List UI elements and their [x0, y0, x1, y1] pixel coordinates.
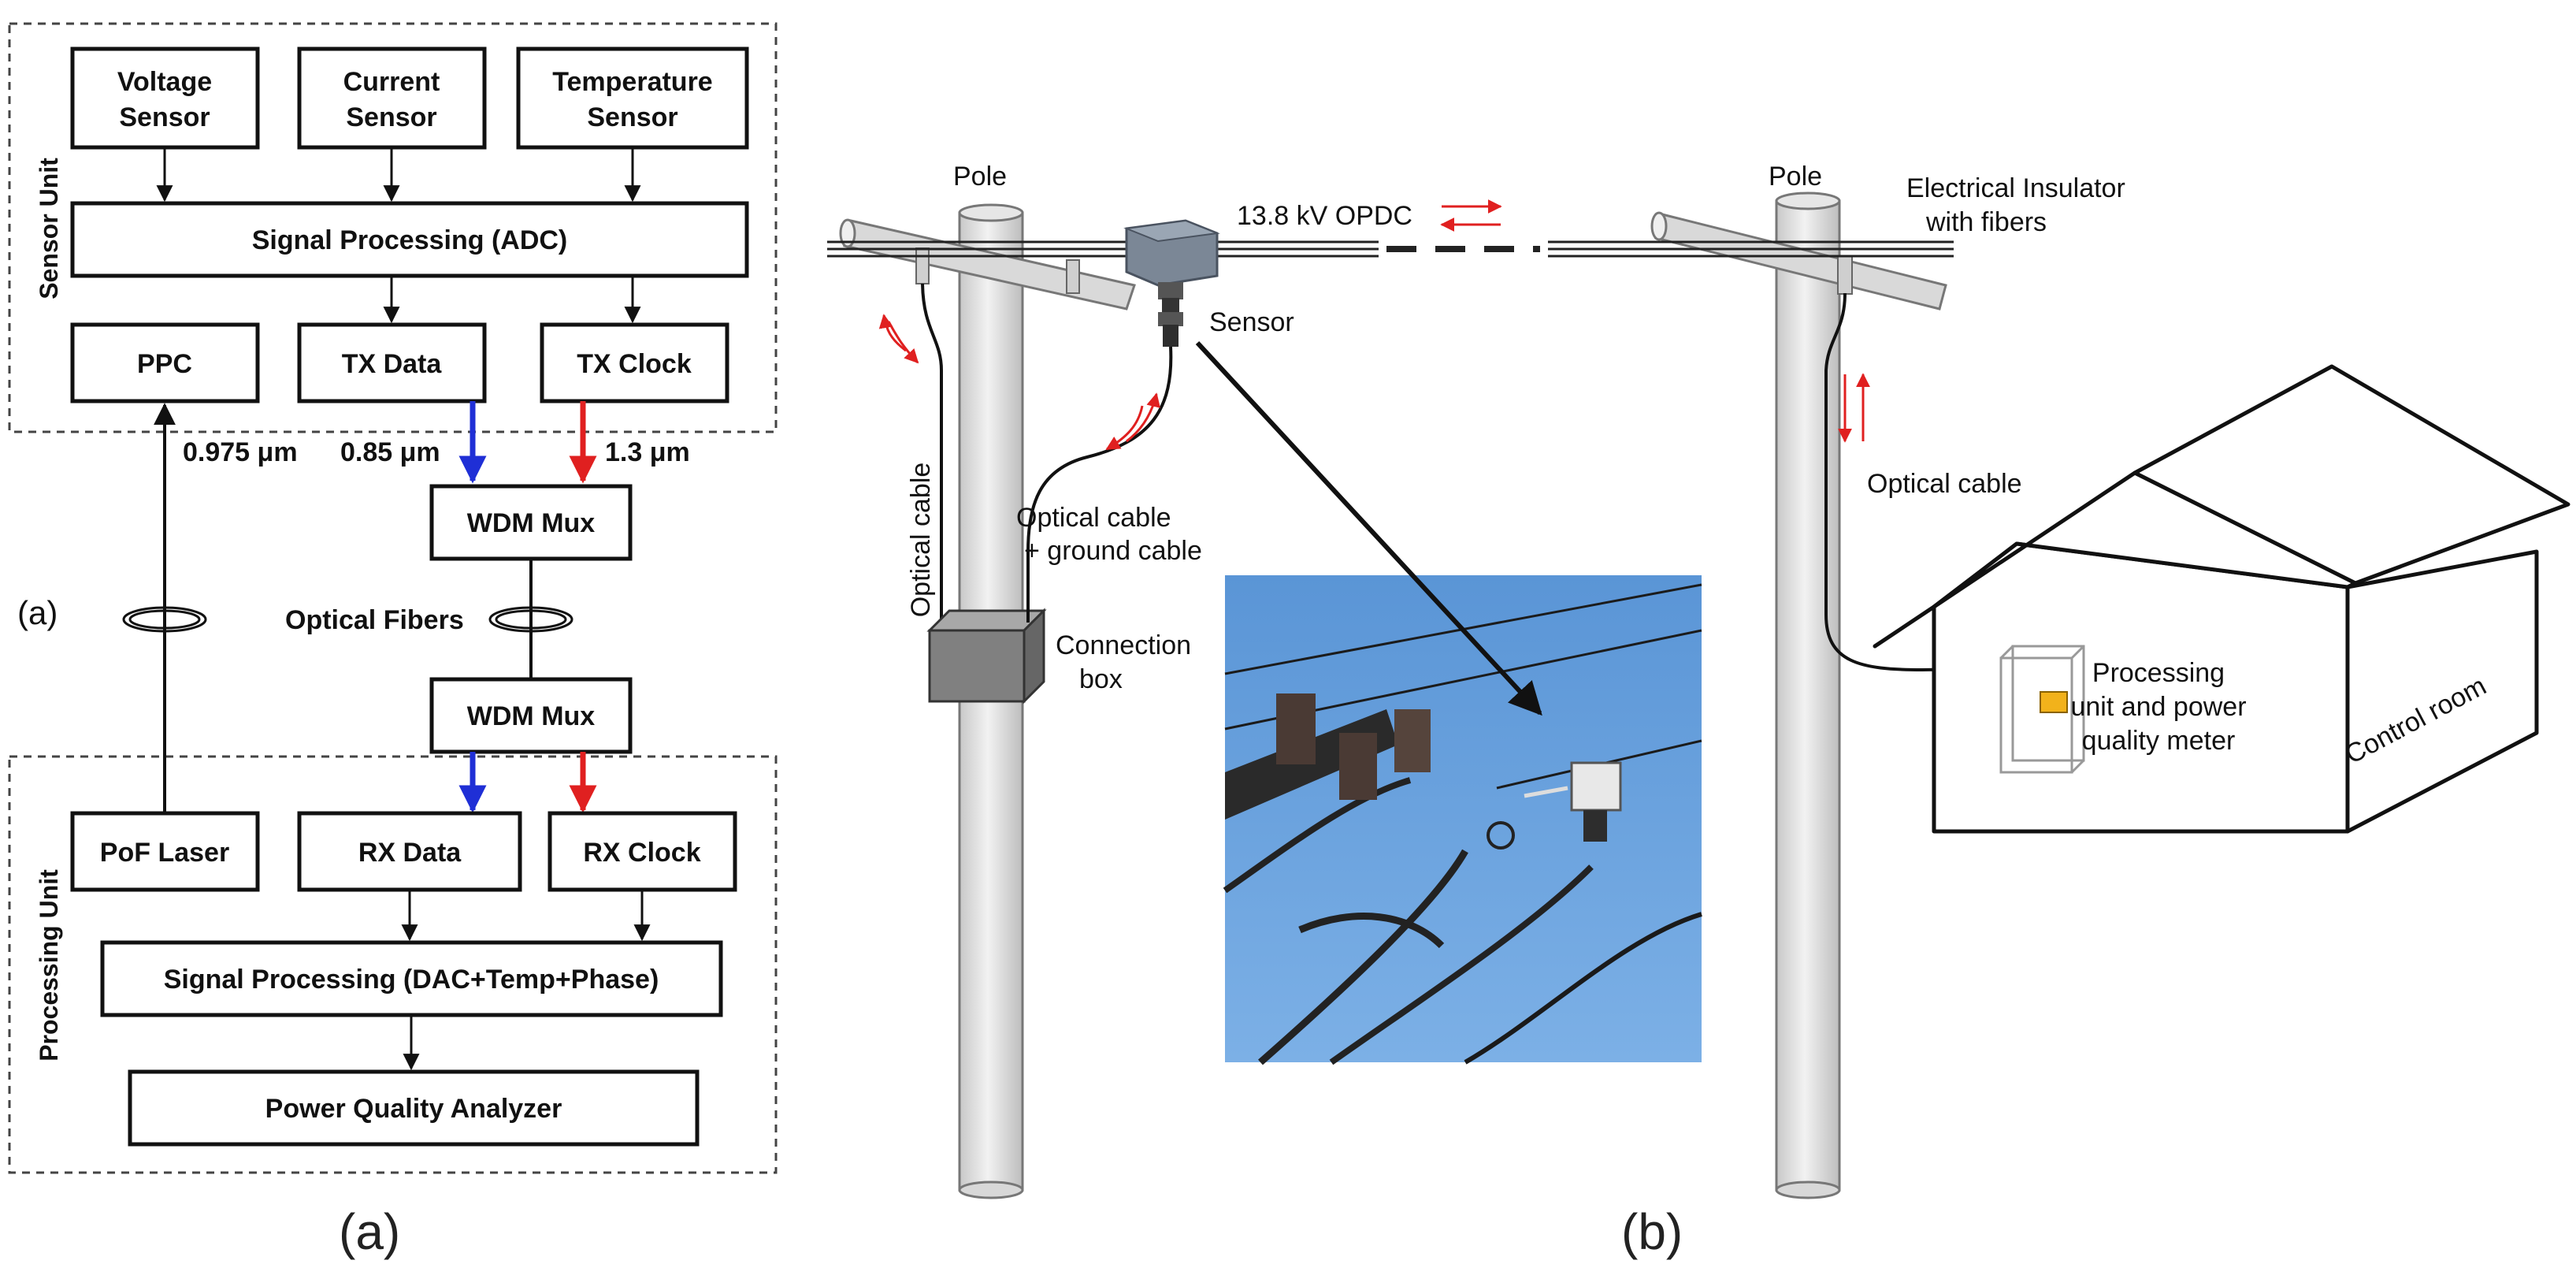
pole-right-top	[1775, 191, 1841, 210]
signal-processing-dac-block: Signal Processing (DAC+Temp+Phase)	[100, 940, 723, 1017]
signal-processing-dac-text: Signal Processing (DAC+Temp+Phase)	[164, 965, 659, 995]
optical-ground-line-1: Optical cable	[1016, 503, 1171, 533]
tx-clock-block: TX Clock	[540, 322, 729, 403]
wdm-mux-top-block: WDM Mux	[429, 484, 633, 561]
insulator-left-1	[915, 247, 930, 284]
temperature-sensor-line-1: Temperature	[552, 67, 712, 97]
connection-box	[926, 608, 1047, 705]
rx-data-block: RX Data	[297, 811, 522, 892]
optical-cable-right-label: Optical cable	[1867, 469, 2022, 499]
crossarm-left-end	[839, 218, 856, 248]
temperature-sensor-block: Temperature Sensor	[516, 46, 749, 150]
insulator-left-2	[1066, 259, 1080, 294]
power-line-right	[1548, 240, 1954, 258]
ppc-block: PPC	[70, 322, 260, 403]
processing-cabinet	[1999, 645, 2085, 774]
tx-data-block: TX Data	[297, 322, 487, 403]
insulator-label-line-2: with fibers	[1925, 207, 2047, 237]
optical-cable-vertical-label: Optical cable	[906, 463, 936, 618]
power-line-left	[827, 240, 1379, 258]
current-sensor-block: Current Sensor	[297, 46, 487, 150]
arrow-left-cable-up	[878, 314, 907, 352]
pole-right	[1775, 199, 1841, 1192]
signal-processing-adc-text: Signal Processing (ADC)	[252, 225, 568, 255]
processing-unit-box	[2040, 691, 2068, 713]
pof-laser-text: PoF Laser	[100, 838, 229, 868]
sensor-device	[1123, 219, 1220, 347]
rx-clock-text: RX Clock	[583, 838, 700, 868]
panel-a: Sensor Unit Processing Unit (a) Voltage …	[8, 22, 778, 1260]
caption-b: (b)	[1621, 1203, 1683, 1260]
insulator-label-line-1: Electrical Insulator	[1906, 173, 2125, 203]
wdm-mux-bottom-text: WDM Mux	[467, 701, 596, 731]
control-room-house	[1873, 364, 2570, 834]
caption-a: (a)	[339, 1203, 400, 1260]
optical-ground-cable	[1026, 346, 1173, 623]
wdm-mux-top-text: WDM Mux	[467, 508, 596, 538]
sensor-label: Sensor	[1209, 307, 1294, 337]
wavelength-laser-label: 0.975 μm	[183, 437, 298, 467]
tx-data-text: TX Data	[342, 349, 443, 379]
tx-clock-text: TX Clock	[577, 349, 692, 379]
temperature-sensor-line-2: Sensor	[587, 102, 677, 132]
current-sensor-line-1: Current	[343, 67, 440, 97]
fiber-coil-right	[488, 606, 573, 633]
optical-ground-line-2: + ground cable	[1024, 536, 1202, 566]
rx-clock-block: RX Clock	[547, 811, 737, 892]
arrow-sensor-cable-up	[1126, 392, 1160, 443]
fiber-coil-left	[122, 606, 207, 633]
processing-unit-line-2: unit and power	[2070, 692, 2246, 722]
processing-unit-boundary	[8, 755, 778, 1174]
pole-left-top	[958, 203, 1024, 222]
power-quality-analyzer-block: Power Quality Analyzer	[128, 1069, 700, 1147]
processing-unit-label: Processing Unit	[35, 869, 63, 1061]
wdm-mux-bottom-block: WDM Mux	[429, 677, 633, 754]
side-label-a: (a)	[17, 594, 58, 631]
arrow-left-cable-down	[887, 321, 919, 364]
pole-right-base	[1775, 1180, 1841, 1199]
rx-data-text: RX Data	[358, 838, 462, 868]
optical-cable-left	[921, 283, 943, 646]
pole-right-label: Pole	[1769, 162, 1822, 191]
sensor-unit-boundary	[8, 22, 778, 433]
signal-processing-adc-block: Signal Processing (ADC)	[70, 201, 749, 278]
voltage-sensor-line-2: Sensor	[119, 102, 210, 132]
line-voltage-label: 13.8 kV OPDC	[1237, 201, 1412, 231]
pole-left-base	[958, 1180, 1024, 1199]
arrow-sensor-to-photo	[1195, 340, 1542, 716]
sensor-photo	[1223, 575, 1702, 1065]
current-sensor-line-2: Sensor	[346, 102, 436, 132]
pole-left-label: Pole	[953, 162, 1007, 191]
sensor-unit-label: Sensor Unit	[35, 158, 63, 299]
optical-fibers-label: Optical Fibers	[285, 605, 464, 635]
connection-box-line-2: box	[1079, 664, 1123, 694]
connection-box-line-1: Connection	[1056, 630, 1191, 660]
crossarm-right-end	[1650, 211, 1668, 241]
voltage-sensor-line-1: Voltage	[117, 67, 212, 97]
wavelength-clock-label: 1.3 μm	[605, 437, 690, 467]
insulator-right	[1837, 255, 1853, 295]
power-quality-analyzer-text: Power Quality Analyzer	[265, 1094, 562, 1124]
pof-laser-block: PoF Laser	[70, 811, 260, 892]
processing-unit-line-1: Processing	[2092, 658, 2225, 688]
voltage-sensor-block: Voltage Sensor	[70, 46, 260, 150]
panel-b: Sensor 13.8 kV OPDC Pole Pole Electrical…	[827, 162, 2570, 1260]
processing-unit-line-3: quality meter	[2082, 726, 2236, 756]
arrow-sensor-cable-down	[1105, 405, 1144, 451]
wavelength-data-label: 0.85 μm	[340, 437, 440, 467]
ppc-text: PPC	[137, 349, 192, 379]
